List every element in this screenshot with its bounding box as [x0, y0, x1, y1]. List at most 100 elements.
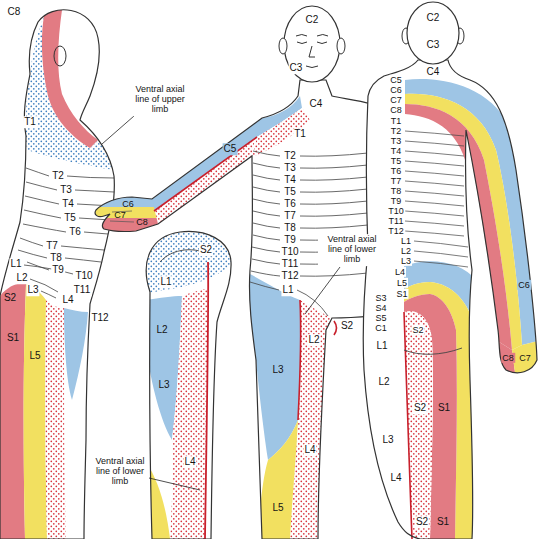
dermatome-label: C8 — [135, 217, 149, 227]
dermatome-label: T9 — [390, 196, 403, 206]
dermatome-label: T2 — [283, 150, 297, 162]
body-fill — [363, 60, 537, 539]
dermatome-label: C3 — [289, 62, 304, 74]
dermatome-label: L1 — [159, 276, 172, 288]
c8-band — [42, 9, 98, 148]
dermatome-label: T9 — [283, 234, 297, 246]
head — [284, 6, 340, 82]
ventral-axial-line — [298, 300, 301, 420]
dermatome-label: L5 — [271, 502, 284, 514]
back-bands — [404, 79, 539, 539]
dermatome-label: T3 — [390, 136, 403, 146]
dermatome-label: C6 — [121, 199, 135, 209]
dermatome-label: T5 — [283, 186, 297, 198]
dermatome-label: L1 — [400, 236, 412, 246]
l2-dotted-band — [298, 300, 332, 420]
leader-line — [305, 267, 340, 314]
dermatome-label: S1 — [395, 289, 408, 299]
l4-dotted-band — [45, 300, 66, 539]
leader-line — [149, 478, 200, 490]
dermatome-label: T2 — [51, 170, 65, 182]
dermatome-label: C4 — [309, 98, 324, 110]
dermatome-label: L1 — [375, 340, 388, 352]
dermatome-label: T11 — [388, 216, 405, 226]
dermatome-label: S2 — [411, 325, 424, 335]
dermatome-label: S2 — [199, 244, 213, 256]
callout-text: Ventral axial line of upper limb — [127, 84, 193, 116]
t1-dotted-band — [252, 108, 310, 157]
l5-band — [404, 282, 476, 539]
dermatome-label: S2 — [415, 516, 429, 528]
dermatome-label: C5 — [389, 75, 403, 85]
body-outline — [363, 60, 537, 539]
callout-text: Ventral axial line of lower limb — [91, 456, 149, 488]
dermatome-label: C6 — [517, 280, 531, 290]
callout-text: Ventral axial line of lower limb — [318, 234, 386, 266]
dermatome-label: S4 — [374, 303, 387, 313]
dermatome-label: T8 — [390, 186, 403, 196]
dermatome-label: T10 — [280, 246, 299, 258]
dermatome-label: L5 — [396, 278, 408, 288]
c8-band — [494, 340, 516, 380]
t1-dotted-band — [26, 16, 114, 170]
dermatome-label: C2 — [305, 14, 320, 26]
dermatome-label: L2 — [377, 376, 390, 388]
l5-band — [258, 420, 298, 539]
dermatome-label: C2 — [426, 12, 441, 24]
dermatome-label: L2 — [400, 246, 412, 256]
ear — [54, 46, 66, 66]
dermatome-label: T5 — [63, 212, 77, 224]
dermatome-label: T12 — [90, 312, 109, 324]
dermatome-label: L3 — [400, 256, 412, 266]
s2-dotted-band — [404, 311, 433, 539]
dermatome-label: T7 — [45, 240, 59, 252]
dermatome-label: C8 — [501, 353, 515, 363]
head — [407, 2, 459, 64]
dermatome-label: T8 — [49, 252, 63, 264]
gluteal-fold — [404, 348, 462, 354]
dermatome-label: C1 — [374, 323, 388, 333]
dermatome-label: T10 — [387, 206, 405, 216]
dermatome-label: S3 — [374, 293, 387, 303]
dermatome-label: T2 — [390, 126, 403, 136]
dermatome-label: L2 — [155, 324, 168, 336]
dermatome-label: T4 — [61, 198, 75, 210]
dermatome-label: T1 — [23, 116, 37, 128]
dermatome-label: T10 — [74, 270, 93, 282]
dermatome-label: T1 — [293, 128, 307, 140]
dermatome-label: L4 — [303, 444, 316, 456]
dermatome-label: T5 — [390, 156, 403, 166]
dermatome-label: L1 — [9, 258, 22, 270]
dermatome-label: L4 — [183, 456, 196, 468]
s1-band — [0, 284, 26, 539]
dermatome-label: T3 — [59, 184, 73, 196]
dermatome-label: C3 — [426, 39, 441, 51]
dermatome-label: L2 — [307, 334, 320, 346]
dermatome-label: T4 — [283, 174, 297, 186]
l4-dotted-band — [170, 288, 208, 539]
dermatome-label: L3 — [26, 284, 39, 296]
dermatome-label: S1 — [437, 402, 451, 414]
dermatome-label: C6 — [389, 85, 403, 95]
dermatome-label: S5 — [374, 313, 387, 323]
t1-dotted-band — [154, 137, 257, 226]
leg-bands — [140, 232, 234, 539]
dermatome-label: T11 — [281, 258, 300, 270]
dermatome-label: S1 — [6, 332, 20, 344]
dermatome-label: L2 — [15, 272, 28, 284]
dermatome-label: C7 — [113, 210, 127, 220]
l1-dotted-band — [140, 232, 234, 300]
dermatome-label: L4 — [394, 267, 406, 277]
dermatome-label: S1 — [436, 516, 450, 528]
ear — [337, 38, 345, 54]
dermatome-label: T6 — [68, 226, 82, 238]
dermatome-label: L3 — [271, 364, 284, 376]
dermatome-label: T7 — [390, 176, 403, 186]
dermatome-label: T1 — [390, 116, 403, 126]
dermatome-label: L3 — [157, 379, 170, 391]
dermatome-label: T11 — [73, 284, 92, 296]
front-bands — [150, 96, 332, 539]
dermatome-label: C4 — [426, 66, 441, 78]
ear — [279, 38, 287, 54]
dermatome-label: T6 — [283, 198, 297, 210]
